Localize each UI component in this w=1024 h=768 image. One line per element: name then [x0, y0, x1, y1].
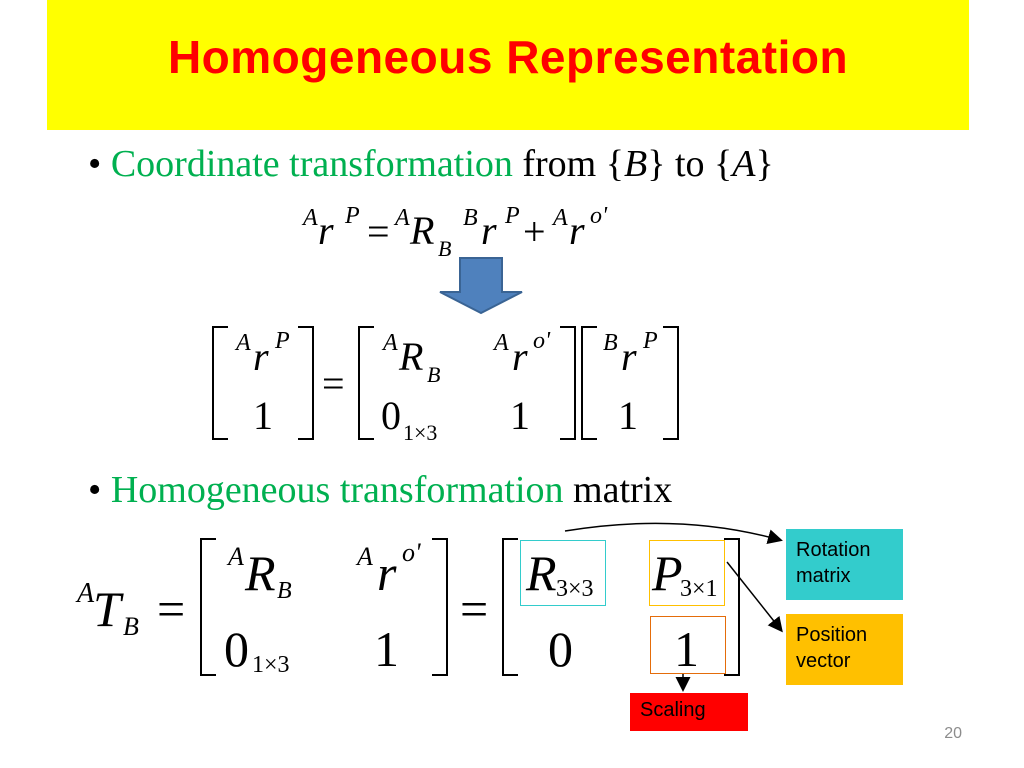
bracket-left: [212, 326, 228, 440]
eq2-one: 1: [253, 393, 273, 438]
eq2-rotation-r: R: [399, 334, 424, 379]
frame-a: A: [732, 143, 756, 185]
eq1-rotation-r: R: [410, 208, 435, 253]
eq3-zero: 0: [548, 621, 573, 677]
bracket-left: [581, 326, 597, 440]
eq3-rotation-r: R: [245, 545, 276, 601]
eq1-r: r: [569, 208, 585, 253]
frame-b: B: [623, 143, 648, 185]
eq3-equals: =: [157, 581, 186, 637]
eq3-subscript-3x1: 3×1: [680, 576, 718, 602]
eq2-superscript-b: B: [603, 330, 618, 356]
eq3-one: 1: [674, 621, 699, 677]
eq1-equals: =: [367, 209, 390, 254]
rotation-highlight-box: [520, 540, 606, 606]
eq2-superscript-a: A: [383, 330, 398, 356]
eq3-superscript-a: A: [228, 542, 244, 571]
scaling-highlight-box: [650, 616, 726, 674]
bracket-right: [298, 326, 314, 440]
eq3-superscript-a: A: [357, 542, 373, 571]
eq1-superscript-p: P: [505, 203, 520, 229]
eq3-subscript-b: B: [123, 612, 139, 641]
bracket-left: [502, 538, 518, 676]
eq3-r: r: [377, 545, 397, 601]
eq1-r: r: [318, 208, 334, 253]
eq2-superscript-p: P: [275, 328, 290, 354]
eq3-zero: 0: [224, 621, 249, 677]
bullet-text: from {: [522, 143, 624, 185]
eq1-superscript-o: o': [590, 203, 608, 229]
bullet-highlight: Homogeneous transformation: [110, 469, 564, 511]
title-bar: Homogeneous Representation: [47, 0, 969, 130]
eq3-one: 1: [374, 621, 399, 677]
eq1-plus: +: [523, 209, 546, 254]
bracket-right: [432, 538, 448, 676]
bullet-text: } to {: [647, 143, 733, 185]
rotation-matrix-label: Rotation matrix: [786, 529, 903, 600]
eq3-t: T: [93, 581, 121, 637]
eq1-superscript-a: A: [303, 205, 318, 231]
eq1-superscript-p: P: [345, 203, 360, 229]
bracket-right: [663, 326, 679, 440]
down-arrow-shape: [439, 257, 523, 315]
eq3-subscript-3x3: 3×3: [556, 576, 594, 602]
eq1-superscript-a: A: [395, 205, 410, 231]
eq2-one: 1: [510, 393, 530, 438]
eq2-superscript-p: P: [643, 328, 658, 354]
eq2-subscript-1x3: 1×3: [403, 420, 438, 445]
eq3-r33: R: [526, 545, 557, 601]
bullet-homogeneous-transformation: • Homogeneous transformation matrix: [88, 468, 672, 512]
bullet-text: }: [755, 143, 774, 185]
eq1-subscript-b: B: [438, 236, 452, 261]
eq1-superscript-a: A: [553, 205, 568, 231]
position-vector-label: Position vector: [786, 614, 903, 685]
rotation-arrow: [564, 522, 783, 544]
eq2-one: 1: [618, 393, 638, 438]
eq3-subscript-1x3: 1×3: [252, 652, 290, 678]
eq2-r: r: [512, 334, 528, 379]
bullet-marker: •: [88, 143, 102, 185]
eq3-subscript-b: B: [277, 578, 292, 604]
bracket-right: [560, 326, 576, 440]
bullet-marker: •: [88, 469, 102, 511]
position-highlight-box: [649, 540, 725, 606]
eq2-equals: =: [322, 361, 345, 406]
eq2-r: r: [621, 334, 637, 379]
eq3-equals: =: [460, 581, 489, 637]
eq2-superscript-a: A: [236, 330, 251, 356]
position-arrow: [726, 561, 783, 633]
eq2-subscript-b: B: [427, 362, 441, 387]
bracket-left: [358, 326, 374, 440]
bracket-right: [724, 538, 740, 676]
page-number: 20: [944, 725, 962, 742]
eq2-superscript-o: o': [533, 328, 551, 354]
eq1-superscript-b: B: [463, 205, 478, 231]
eq2-superscript-a: A: [494, 330, 509, 356]
eq2-zero: 0: [381, 393, 401, 438]
bracket-left: [200, 538, 216, 676]
eq2-r: r: [253, 334, 269, 379]
scaling-label: Scaling: [630, 693, 748, 731]
slide-title: Homogeneous Representation: [167, 31, 849, 83]
eq3-superscript-a: A: [77, 578, 95, 609]
eq3-p31: P: [652, 545, 683, 601]
eq3-superscript-o: o': [402, 538, 421, 567]
bullet-coordinate-transformation: • Coordinate transformation from {B} to …: [88, 142, 774, 186]
bullet-text: matrix: [573, 469, 673, 511]
eq1-r: r: [481, 208, 497, 253]
bullet-highlight: Coordinate transformation: [110, 143, 513, 185]
